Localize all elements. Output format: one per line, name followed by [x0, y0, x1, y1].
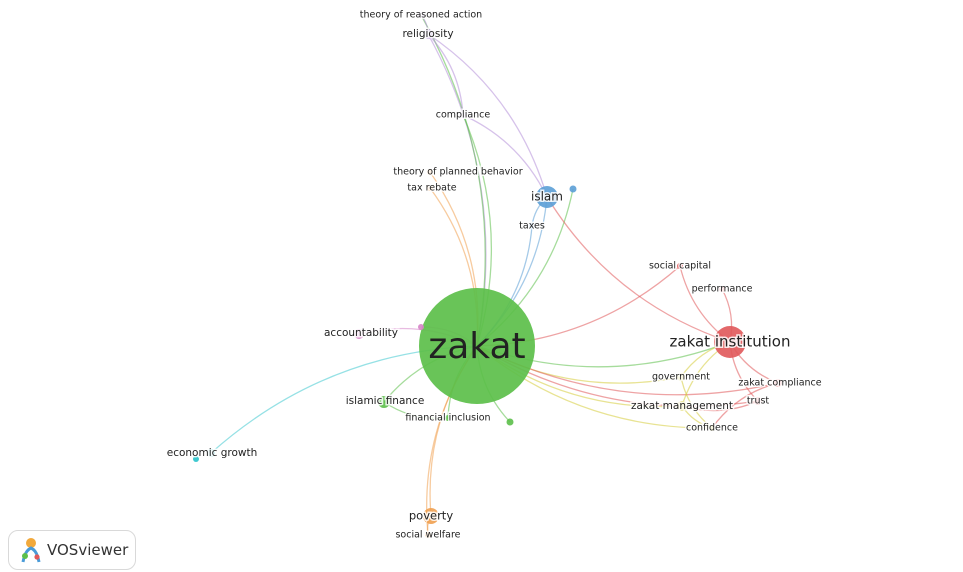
node-religiosity[interactable]: [423, 29, 433, 39]
label-compliance[interactable]: compliance: [434, 108, 492, 122]
edge-layer: [210, 14, 779, 536]
node-theory-planned[interactable]: [427, 169, 433, 175]
node-green-small[interactable]: [506, 418, 514, 426]
label-zakat-institution[interactable]: zakat institution: [668, 331, 792, 352]
node-compliance[interactable]: [460, 112, 466, 118]
edge-zakat-compliance-confidence: [711, 382, 779, 429]
label-islam[interactable]: islam: [530, 188, 565, 205]
node-social-capital[interactable]: [677, 263, 683, 269]
node-government[interactable]: [677, 373, 685, 381]
label-financial-inclusion[interactable]: financial inclusion: [404, 411, 492, 425]
label-layer: zakat zakat institution islam taxes religios…: [165, 8, 823, 542]
node-taxes[interactable]: [529, 223, 535, 229]
label-islamic-finance[interactable]: islamic finance: [344, 394, 426, 409]
label-taxes[interactable]: taxes: [518, 219, 547, 233]
label-theory-planned[interactable]: theory of planned behavior: [392, 165, 524, 179]
label-accountability[interactable]: accountability: [322, 326, 399, 341]
node-blue-small[interactable]: [569, 185, 577, 193]
node-economic-growth[interactable]: [207, 449, 215, 457]
node-zakat[interactable]: [419, 288, 535, 404]
label-economic-growth[interactable]: economic growth: [165, 446, 259, 461]
edge-islam-compliance: [462, 114, 548, 198]
label-social-welfare[interactable]: social welfare: [394, 528, 462, 542]
vosviewer-logo-icon: [21, 538, 41, 563]
node-islamic-finance[interactable]: [378, 396, 390, 408]
label-tax-rebate[interactable]: tax rebate: [406, 181, 458, 195]
vosviewer-badge[interactable]: VOSviewer: [8, 530, 136, 570]
node-extra-0[interactable]: [193, 456, 199, 462]
label-religiosity[interactable]: religiosity: [401, 27, 455, 42]
label-zakat[interactable]: zakat: [428, 326, 525, 367]
node-zakat-compliance[interactable]: [774, 379, 782, 387]
label-confidence[interactable]: confidence: [684, 421, 739, 435]
edge-compliance-religiosity: [427, 33, 464, 116]
node-tax-rebate[interactable]: [427, 185, 433, 191]
node-performance[interactable]: [719, 286, 725, 292]
node-zakat-institution[interactable]: [714, 326, 746, 358]
label-theory-reasoned[interactable]: theory of reasoned action: [358, 8, 483, 22]
edge-zakat-management-trust: [681, 400, 759, 412]
label-social-capital[interactable]: social capital: [647, 259, 712, 273]
label-zakat-management[interactable]: zakat management: [629, 399, 734, 414]
node-theory-reasoned[interactable]: [418, 12, 424, 18]
edge-government-confidence: [680, 376, 713, 429]
node-social-welfare[interactable]: [425, 532, 431, 538]
edge-islamic-finance-financial-inclusion: [383, 401, 449, 420]
edge-islam-zakat-institution: [546, 196, 731, 343]
node-financial-inclusion[interactable]: [445, 415, 451, 421]
node-islam[interactable]: [536, 186, 558, 208]
node-trust[interactable]: [754, 397, 762, 405]
edge-islam-religiosity: [427, 33, 548, 198]
label-performance[interactable]: performance: [690, 282, 754, 296]
node-poverty[interactable]: [423, 508, 439, 524]
label-poverty[interactable]: poverty: [407, 507, 454, 524]
node-zakat-management[interactable]: [677, 401, 687, 411]
label-trust[interactable]: trust: [745, 394, 771, 408]
label-zakat-compliance[interactable]: zakat compliance: [737, 376, 823, 390]
brand-label: VOSviewer: [47, 541, 129, 559]
label-government[interactable]: government: [651, 370, 712, 384]
node-pink-small[interactable]: [418, 324, 424, 330]
node-confidence[interactable]: [709, 425, 715, 431]
node-layer: [193, 12, 782, 538]
node-accountability[interactable]: [354, 329, 364, 339]
